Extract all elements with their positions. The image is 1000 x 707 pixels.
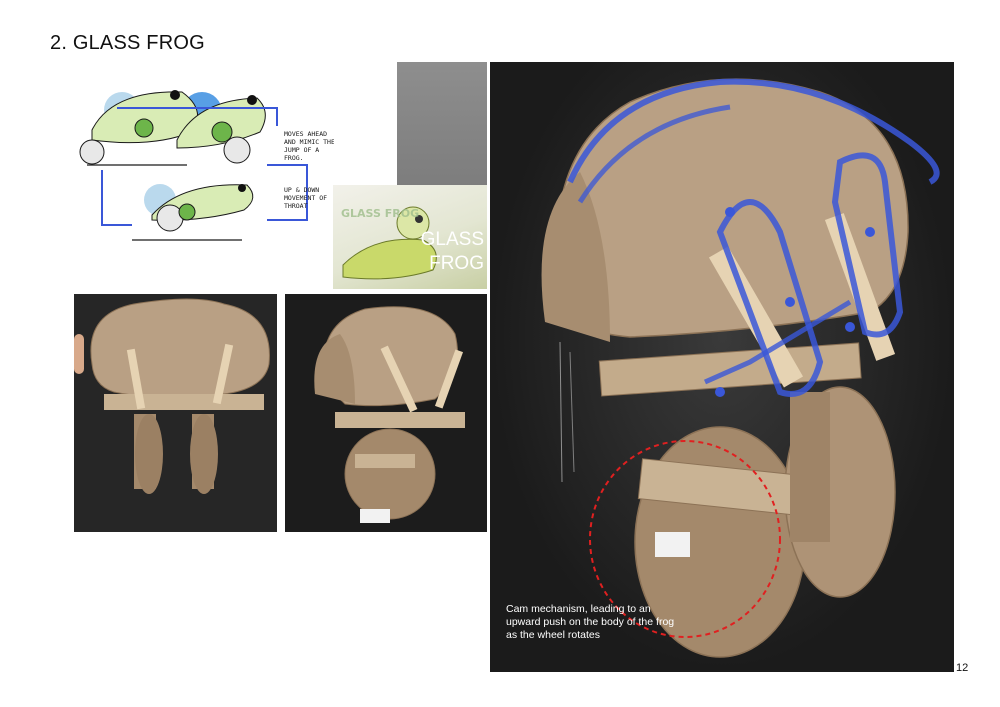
sketch-note-1-line-1: MOVES AHEAD	[284, 130, 327, 138]
thumbnail-logo-text: GLASS FROG	[341, 207, 419, 220]
frog-sketch-drawing: MOVES AHEAD AND MIMIC THE JUMP OF A FROG…	[79, 90, 334, 241]
sketch-note-2-line-2: MOVEMENT OF	[284, 194, 327, 202]
brand-line-2: FROG	[429, 253, 484, 274]
model-photo-angled	[285, 294, 487, 532]
glass-frog-thumbnail: GLASS FROG	[333, 185, 487, 289]
annotated-model-drawing	[541, 78, 940, 658]
sketch-note-1-line-3: JUMP OF A	[284, 146, 319, 154]
cam-mechanism-photo	[490, 62, 954, 672]
sketch-note-2-line-3: THROAT	[284, 202, 308, 210]
sketch-note-1-line-2: AND MIMIC THE	[284, 138, 334, 146]
highlight-circle	[589, 440, 781, 638]
page-number: 12	[956, 662, 969, 674]
sketch-note-2-line-1: UP & DOWN	[284, 186, 319, 194]
concept-sketch: MOVES AHEAD AND MIMIC THE JUMP OF A FROG…	[72, 70, 334, 290]
brand-line-1: GLASS	[420, 229, 484, 250]
model-photo-front	[74, 294, 277, 532]
page-title: 2. GLASS FROG	[50, 32, 205, 54]
sketch-note-1-line-4: FROG.	[284, 154, 304, 162]
brand-title: GLASS FROG	[408, 228, 484, 276]
photo-caption: Cam mechanism, leading to an upward push…	[506, 603, 675, 641]
